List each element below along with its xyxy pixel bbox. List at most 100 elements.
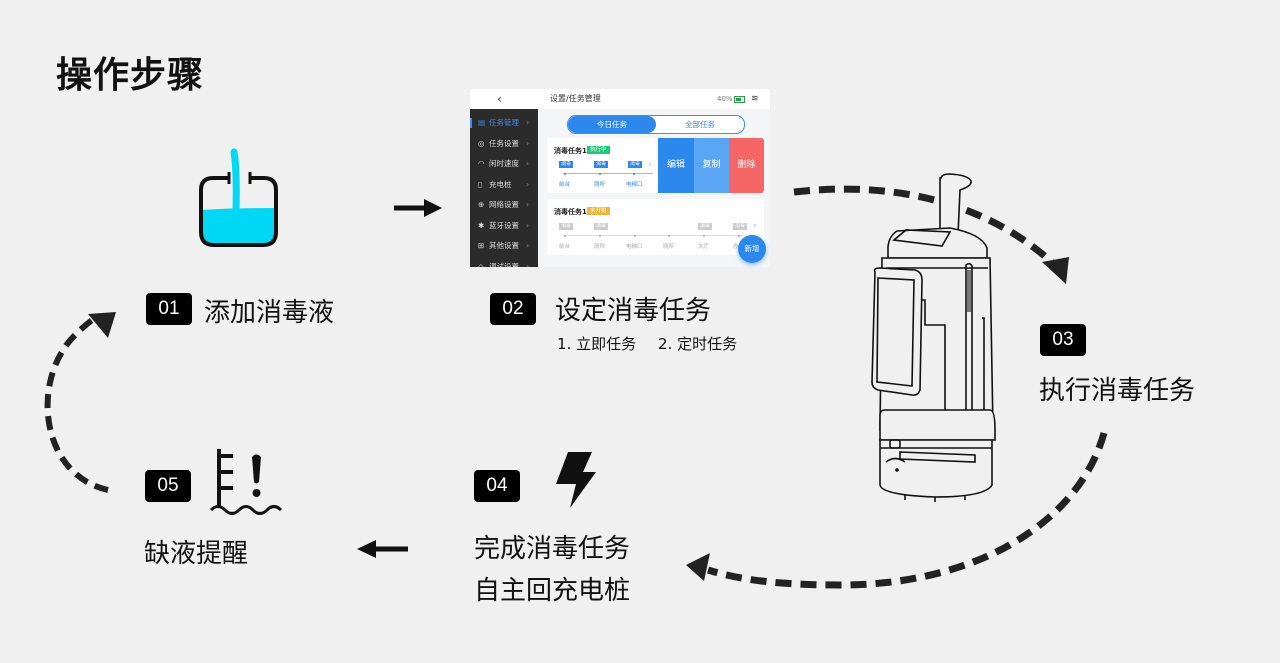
route-point [599,234,601,237]
arrow-right-icon [394,199,442,217]
step-01-badge: 01 [146,293,192,325]
battery-icon: ▯ [478,179,483,189]
chevron-left-icon[interactable]: ‹ [753,221,757,231]
sidebar-item-bluetooth-settings[interactable]: ✱ 蓝牙设置 › [470,216,538,236]
step-04-badge: 04 [474,470,520,502]
point-tag: 消毒 [628,161,643,168]
step-04-label-line-1: 完成消毒任务 [474,534,631,564]
chevron-right-icon: › [526,241,529,250]
chevron-right-icon: › [526,261,529,268]
chevron-right-icon: › [526,159,529,168]
point-name: 厕所 [594,182,606,188]
sidebar-item-task-settings[interactable]: ◎ 任务设置 › [470,134,538,154]
point-name: 厕所 [663,244,675,250]
step-05-label: 缺液提醒 [144,539,249,569]
chevron-right-icon[interactable]: › [648,160,652,170]
add-task-button[interactable]: 新增 [738,235,766,263]
sidebar-item-label: 充电桩 [489,179,512,189]
sidebar-item-label: 调试设置 [489,261,519,268]
point-tag: 消毒 [698,223,713,230]
sidebar-item-other-settings[interactable]: ⊞ 其他设置 › [470,236,538,256]
sidebar-item-charging-pile[interactable]: ▯ 充电桩 › [470,175,538,195]
step-04-label-line-2: 自主回充电桩 [474,576,631,606]
sidebar-item-network-settings[interactable]: ⊕ 网络设置 › [470,195,538,215]
low-liquid-warning-icon [209,449,283,515]
edit-button[interactable]: 编辑 [658,138,694,193]
point-name: 电梯口 [626,244,643,250]
battery-level: 40% [717,95,733,103]
bluetooth-icon: ✱ [478,220,485,230]
wifi-icon: ≋ [751,94,759,104]
sidebar-item-label: 其他设置 [489,241,519,250]
route-point [564,172,566,175]
breadcrumb: 设置/任务管理 [550,94,601,103]
step-02-sub-item-2: 2. 定时任务 [658,335,738,353]
chevron-right-icon: › [526,220,529,230]
route-point [738,234,740,237]
step-02-label: 设定消毒任务 [555,296,712,326]
route-line [563,173,653,174]
route-point [634,234,636,237]
liquid-container-icon [199,148,278,247]
speed-icon: ◠ [478,159,485,168]
sidebar-item-idle-speed[interactable]: ◠ 闲时速度 › [470,154,538,174]
route-point [703,234,705,237]
point-tag: 消毒 [559,161,574,168]
point-tag: 消毒 [594,161,609,168]
point-tag: 消毒 [559,223,574,230]
back-icon[interactable]: ‹ [497,92,502,106]
point-name: 前台 [559,182,571,188]
task-card-pending[interactable]: 消毒任务1 未开始 消毒 前台 消毒 厕所 电梯口 厕所 消毒 大厅 消毒 办公… [547,199,764,255]
dashed-arrow-left [44,312,116,493]
sidebar-item-label: 任务管理 [489,118,519,127]
tab-today-tasks[interactable]: 今日任务 [568,116,656,133]
delete-button[interactable]: 删除 [729,138,764,193]
task-card-title: 消毒任务1 [554,208,587,216]
dashed-arrow-bottom-right [686,432,1108,589]
point-name: 大厅 [698,244,710,250]
robot-illustration [871,173,996,502]
route-point [564,234,566,237]
route-line [563,235,743,236]
step-03-badge: 03 [1040,324,1086,356]
point-tag: 消毒 [733,223,748,230]
tab-all-tasks[interactable]: 全部任务 [685,120,715,129]
route-point [633,172,635,175]
app-top-bar: ‹ 设置/任务管理 40% ≋ [470,89,770,109]
step-02-badge: 02 [490,293,536,325]
route-point [599,172,601,175]
status-badge: 未开始 [587,207,610,215]
battery-icon [734,96,745,103]
target-icon: ◎ [478,138,485,148]
point-tag: 消毒 [594,223,609,230]
globe-icon: ⊕ [478,200,485,209]
chevron-right-icon: › [526,118,529,127]
chevron-right-icon: › [526,200,529,209]
sidebar-item-task-management[interactable]: ▤ 任务管理 › [470,113,538,133]
point-name: 电梯口 [626,182,643,188]
task-list-icon: ▤ [478,118,486,127]
grid-icon: ⊞ [478,241,485,250]
sidebar-item-label: 闲时速度 [489,159,519,168]
task-management-screenshot: ‹ 设置/任务管理 40% ≋ ▤ 任务管理 › ◎ 任务设置 › ◠ 闲时速度… [470,89,770,267]
step-03-label: 执行消毒任务 [1039,376,1196,406]
page-title: 操作步骤 [56,55,205,96]
task-card-running[interactable]: 消毒任务1 执行中 消毒 前台 消毒 厕所 消毒 电梯口 › [547,138,657,193]
point-name: 前台 [559,244,571,250]
task-tabs: 今日任务 全部任务 [567,115,745,134]
sidebar-item-debug-settings[interactable]: ◇ 调试设置 › [470,257,538,268]
debug-icon: ◇ [478,261,484,268]
copy-button[interactable]: 复制 [694,138,729,193]
sidebar-item-label: 任务设置 [489,138,519,148]
sidebar-item-label: 网络设置 [489,200,519,209]
settings-sidebar: ▤ 任务管理 › ◎ 任务设置 › ◠ 闲时速度 › ▯ 充电桩 › ⊕ 网络设… [470,109,538,267]
arrow-left-icon [357,540,408,558]
route-point [668,234,670,237]
step-01-label: 添加消毒液 [204,298,335,328]
chevron-right-icon: › [526,179,529,189]
lightning-icon [556,452,596,508]
step-02-sub-item-1: 1. 立即任务 [557,335,637,353]
dashed-arrow-top-right [793,185,1069,284]
status-badge: 执行中 [587,146,610,154]
